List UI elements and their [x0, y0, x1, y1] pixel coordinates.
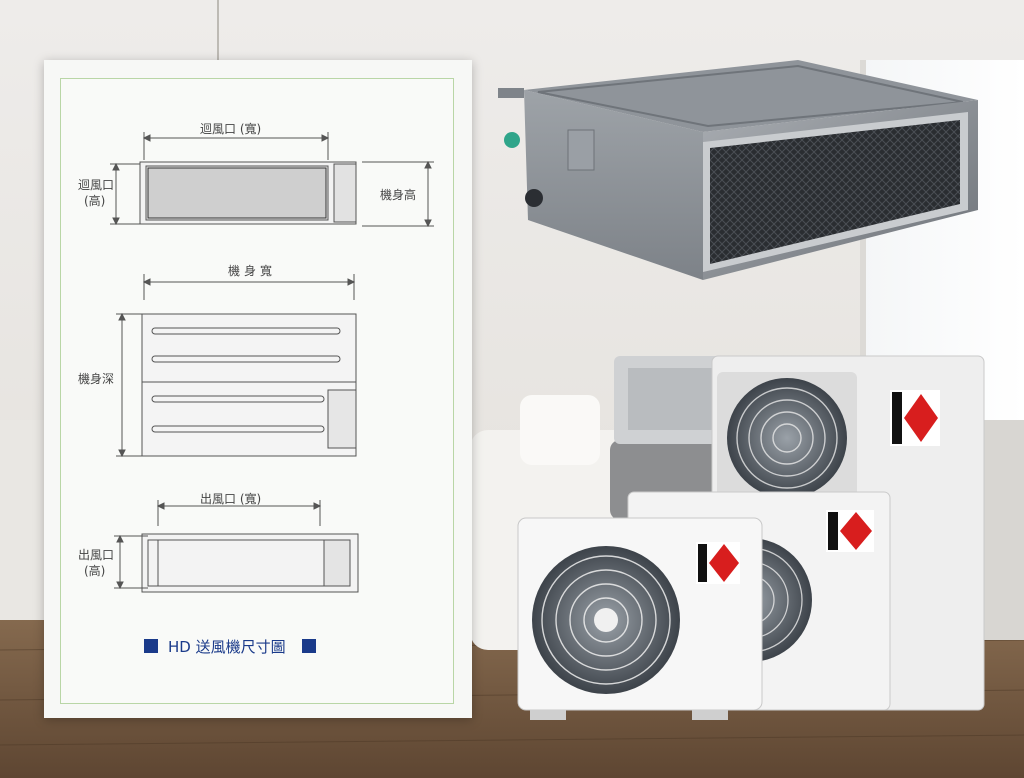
body-height-label: 機身高 [380, 188, 417, 202]
body-width-label: 機身寬 [228, 264, 277, 278]
dimension-drawings [110, 132, 434, 593]
diagram-caption: HD 送風機尺寸圖 [144, 634, 374, 658]
outlet-width-label: 出風口 (寬) [200, 492, 262, 506]
square-bullet-icon [144, 639, 158, 653]
return-air-width-label: 迴風口 (寬) [200, 122, 262, 136]
ducted-indoor-unit [498, 60, 978, 280]
outlet-height-label-line1: 出風口 [78, 548, 115, 562]
caption-text: HD 送風機尺寸圖 [168, 637, 286, 656]
return-air-height-label-line1: 迴風口 [78, 178, 115, 192]
outdoor-units [517, 355, 985, 720]
dimension-diagram-card: 迴風口 (寬) 迴風口 (高) 機身高 機身寬 機身深 出風口 (寬) 出風口 … [44, 60, 472, 718]
square-bullet-icon [301, 639, 316, 653]
body-depth-label: 機身深 [78, 372, 115, 386]
return-air-height-label-line2: (高) [84, 194, 106, 208]
outlet-height-label-line2: (高) [84, 564, 106, 578]
